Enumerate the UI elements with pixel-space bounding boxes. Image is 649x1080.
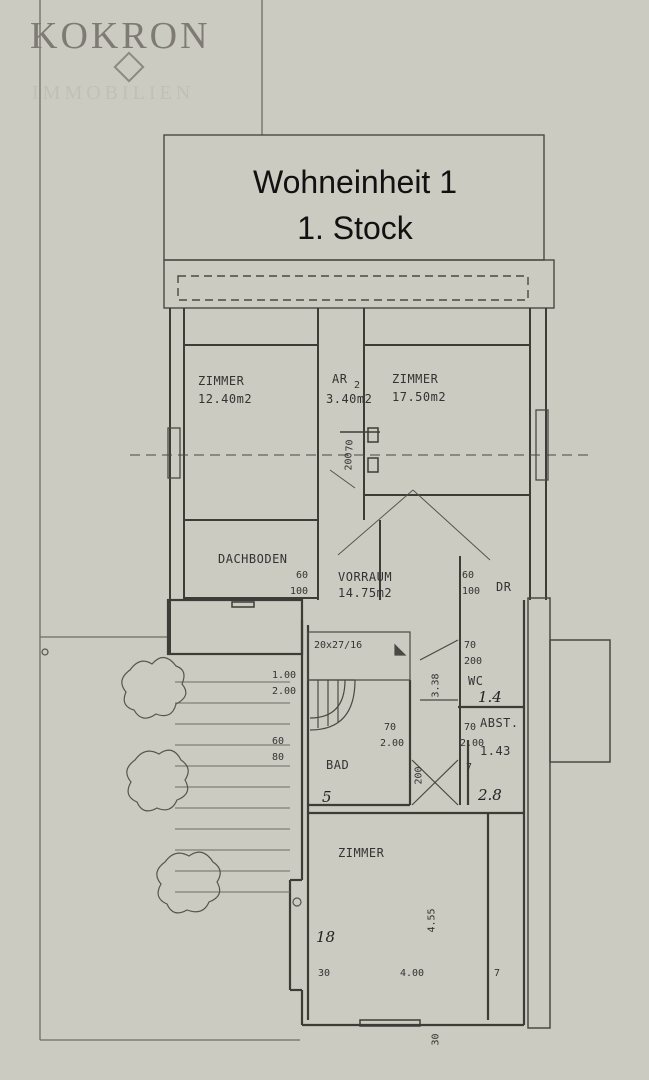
room-ar-name: AR xyxy=(332,372,348,386)
vorraum-door-width: 60 xyxy=(462,570,475,581)
zimmer-right-wall-dim: 7 xyxy=(494,968,501,979)
room-vorraum-area: 14.75m2 xyxy=(338,586,393,600)
bad-door-width: 70 xyxy=(384,722,397,733)
bad-door-height: 2.00 xyxy=(380,738,405,749)
ar-dim-2: 2 xyxy=(354,380,361,391)
room-abst-name: ABST. xyxy=(480,716,519,730)
window-marks xyxy=(130,409,590,481)
wc-door-width: 70 xyxy=(464,640,477,651)
room-abst-area: 1.43 xyxy=(480,744,511,758)
room-wc-name: WC xyxy=(468,674,484,688)
bad-handwritten-area: 5 xyxy=(322,788,332,806)
upper-walls xyxy=(169,308,547,805)
brand-logo: KOKRON xyxy=(30,15,211,57)
zimmer-bottom-handwritten-area: 18 xyxy=(316,928,336,946)
terrace-steps xyxy=(175,681,290,893)
floor-title: 1. Stock xyxy=(297,210,413,246)
room-bad-name: BAD xyxy=(326,758,350,772)
abst-dim-7: 7 xyxy=(466,762,473,773)
zimmer-width-dim: 4.00 xyxy=(400,968,425,979)
trees xyxy=(41,648,302,914)
room-dr-name: DR xyxy=(496,580,512,594)
small-200-dim: 200 xyxy=(413,766,425,785)
room-ar-area: 3.40m2 xyxy=(326,392,373,406)
staircase xyxy=(307,631,459,806)
unit-title: Wohneinheit 1 xyxy=(253,164,457,200)
dachboden-door-width: 60 xyxy=(296,570,309,581)
stair-side-1: 1.00 xyxy=(272,670,297,681)
bottom-wall-dim: 30 xyxy=(430,1033,442,1046)
zimmer-left-wall-dim: 30 xyxy=(318,968,331,979)
room-vorraum-name: VORRAUM xyxy=(338,570,393,584)
bad-left-dim-1: 60 xyxy=(272,736,285,747)
room-zimmer-right-area: 17.50m2 xyxy=(392,390,447,404)
ar-door-width: 70 xyxy=(344,439,356,452)
bad-left-dim-2: 80 xyxy=(272,752,285,763)
room-zimmer-left-area: 12.40m2 xyxy=(198,392,253,406)
abst-door-width: 70 xyxy=(464,722,477,733)
room-zimmer-bottom-name: ZIMMER xyxy=(338,846,385,860)
room-zimmer-left-name: ZIMMER xyxy=(198,374,245,388)
zimmer-depth-dim: 4.55 xyxy=(426,908,438,933)
wc-door-height: 200 xyxy=(464,656,483,667)
roof-overhang xyxy=(163,134,555,309)
room-dachboden-name: DACHBODEN xyxy=(218,552,288,566)
vorraum-door-height: 100 xyxy=(462,586,481,597)
corridor-dim: 3.38 xyxy=(430,673,442,698)
balcony-right xyxy=(527,597,611,1029)
abst-handwritten-area: 2.8 xyxy=(478,786,502,804)
room-zimmer-right-name: ZIMMER xyxy=(392,372,439,386)
abst-door-height: 2.00 xyxy=(460,738,485,749)
wc-handwritten-area: 1.4 xyxy=(478,688,502,706)
stair-dim: 20x27/16 xyxy=(314,640,363,651)
dachboden-door-height: 100 xyxy=(290,586,309,597)
ar-door-height: 200 xyxy=(343,452,355,471)
window-ticks xyxy=(231,427,421,1027)
property-lines xyxy=(39,0,300,1041)
roof-hatch-lines xyxy=(329,469,491,561)
lower-walls xyxy=(166,598,526,1027)
brand-subtitle: IMMOBILIEN xyxy=(32,82,195,104)
stair-side-2: 2.00 xyxy=(272,686,297,697)
